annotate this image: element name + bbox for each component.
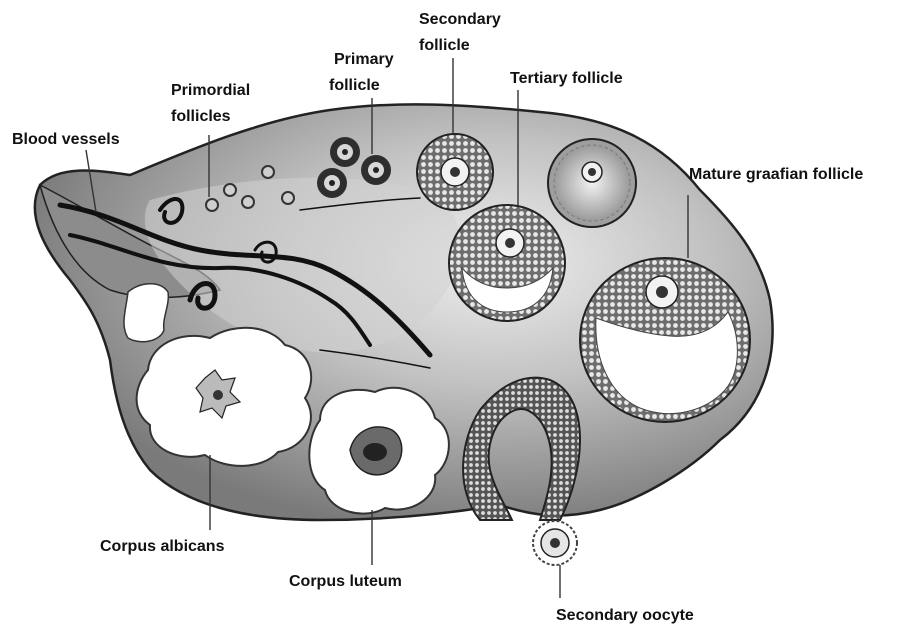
label-corpus-luteum: Corpus luteum [289,573,402,590]
label-primary-follicle-line1: Primary [334,51,394,68]
label-secondary-oocyte: Secondary oocyte [556,607,694,624]
corpus-albicans [137,328,312,466]
label-tertiary-follicle: Tertiary follicle [510,70,623,87]
mature-graafian-follicle [580,258,750,422]
label-blood-vessels: Blood vessels [12,131,120,148]
secondary-oocyte [533,521,577,565]
label-primordial-follicles-line2: follicles [171,108,231,125]
label-primordial-follicles-line1: Primordial [171,82,250,99]
small-corpus [124,284,168,342]
label-primary-follicle-line2: follicle [329,77,380,94]
label-mature-graafian-follicle: Mature graafian follicle [689,166,863,183]
label-corpus-albicans: Corpus albicans [100,538,225,555]
tertiary-follicle [449,205,565,321]
secondary-follicle [417,134,493,210]
tertiary-follicle-early [548,139,636,227]
label-secondary-follicle-line1: Secondary [419,11,501,28]
corpus-luteum [309,388,449,514]
label-secondary-follicle-line2: follicle [419,37,470,54]
